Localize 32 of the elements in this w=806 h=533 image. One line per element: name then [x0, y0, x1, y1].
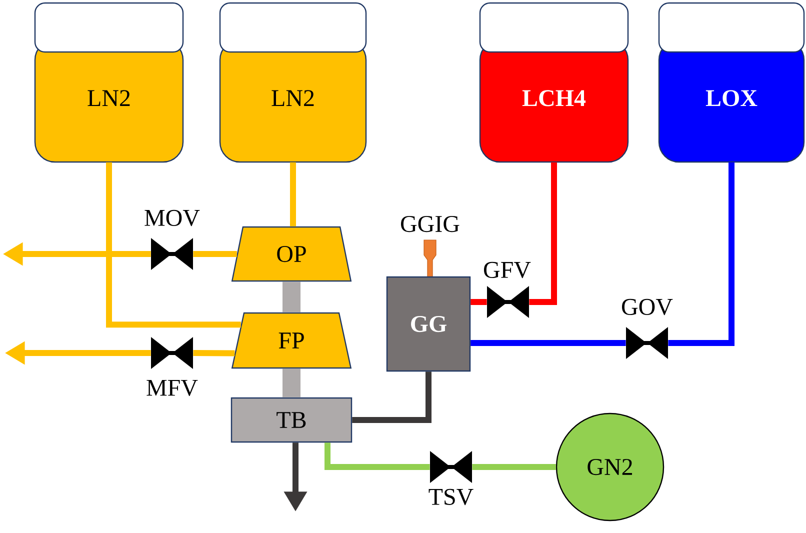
pipe-line	[193, 251, 237, 257]
tank: LCH4	[479, 2, 629, 163]
tank: LN2	[219, 2, 367, 163]
component-label: GFV	[484, 262, 531, 278]
component-label: GGIG	[401, 216, 460, 232]
valve-symbol	[151, 238, 193, 270]
component-label: GOV	[622, 298, 673, 316]
tank: LOX	[658, 2, 805, 163]
pipe-line	[106, 162, 241, 328]
pipe-line	[352, 372, 432, 423]
pipe-line	[470, 340, 626, 346]
pipe-line	[472, 464, 556, 470]
tank: LN2	[34, 2, 184, 163]
pipe-line	[529, 162, 557, 305]
gas-sphere: GN2	[556, 412, 664, 522]
component-label: MOV	[144, 210, 200, 226]
pipe-line	[290, 162, 296, 226]
valve-symbol	[430, 451, 472, 483]
component-label: TSV	[428, 488, 474, 506]
component-label: MFV	[146, 380, 198, 396]
pipe-line	[193, 350, 235, 356]
igniter-symbol	[424, 240, 436, 278]
pipe-line	[324, 442, 430, 470]
process-box: GG	[386, 276, 471, 372]
pipe-line	[668, 162, 734, 346]
shaft	[282, 368, 300, 398]
valve-symbol	[151, 337, 193, 369]
pipe-line	[470, 299, 487, 305]
shaft	[282, 282, 300, 312]
valve-symbol	[487, 286, 529, 318]
process-box: TB	[230, 397, 352, 443]
valve-symbol	[626, 327, 668, 359]
